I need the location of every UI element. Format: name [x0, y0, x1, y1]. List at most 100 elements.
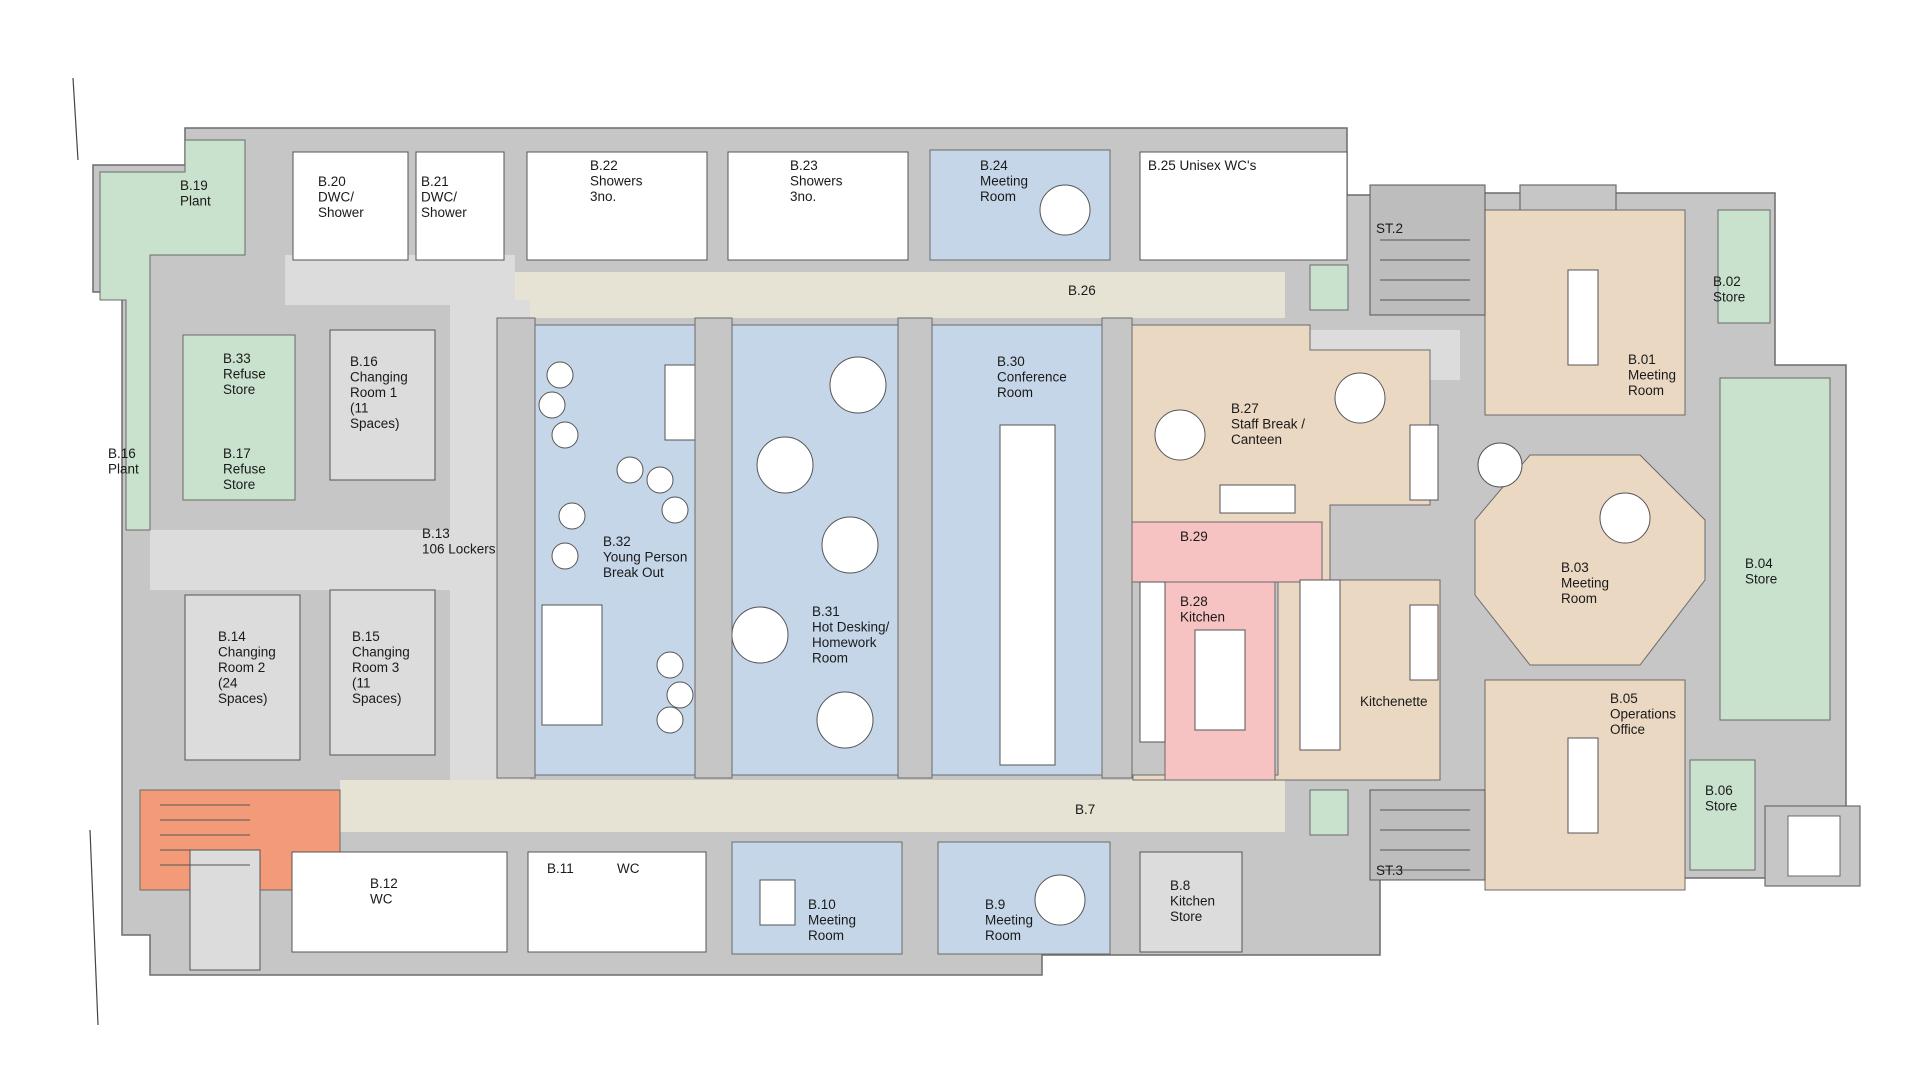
room-label-line: B.29	[1180, 529, 1208, 544]
room-label-line: B.7	[1075, 802, 1095, 817]
room-label-line: B.03	[1561, 560, 1589, 575]
room-label-line: B.33	[223, 351, 251, 366]
room-label-line: Showers	[790, 174, 843, 189]
room-label-line: Room 3	[352, 660, 399, 675]
room-label-line: B.17	[223, 446, 251, 461]
room-label-line: Meeting	[980, 174, 1028, 189]
room-label-line: (24	[218, 676, 238, 691]
room-label-line: Room	[812, 651, 848, 666]
room-label-line: Kitchen	[1170, 894, 1215, 909]
room-label-line: Young Person	[603, 550, 687, 565]
room-label-line: B.20	[318, 174, 346, 189]
room-label-line: B.21	[421, 174, 449, 189]
room-label-line: 3no.	[590, 189, 616, 204]
room-label-line: Meeting	[985, 913, 1033, 928]
room-label-line: Store	[1170, 909, 1202, 924]
room-label-st3: ST.3	[1376, 863, 1403, 878]
room-label-line: Changing	[218, 645, 276, 660]
room-label-line: Room	[808, 928, 844, 943]
room-label-line: Store	[1713, 290, 1745, 305]
room-label-line: B.23	[790, 158, 818, 173]
service-rooms	[184, 151, 1486, 971]
room-label-line: Kitchenette	[1360, 694, 1428, 709]
furniture	[538, 184, 1651, 926]
room-label-line: B.16	[350, 354, 378, 369]
room-label-line: Room	[980, 189, 1016, 204]
internal-walls	[496, 317, 1133, 779]
room-label-line: Spaces)	[350, 416, 400, 431]
room-label-kitchenette: Kitchenette	[1360, 694, 1428, 709]
room-label-line: B.16	[108, 446, 136, 461]
room-label-line: B.19	[180, 178, 208, 193]
room-label-line: B.06	[1705, 783, 1733, 798]
green-rooms	[99, 139, 1831, 871]
room-label-line: DWC/	[318, 190, 354, 205]
room-label-line: Refuse	[223, 367, 266, 382]
room-label-line: Spaces)	[218, 691, 268, 706]
room-label-line: Conference	[997, 370, 1067, 385]
room-label-line: B.26	[1068, 283, 1096, 298]
room-label-b11: B.11	[547, 861, 574, 876]
room-label-line: Kitchen	[1180, 610, 1225, 625]
room-label-line: Homework	[812, 635, 877, 650]
room-label-line: B.05	[1610, 691, 1638, 706]
room-label-line: Store	[1705, 799, 1737, 814]
room-label-line: Room	[1628, 383, 1664, 398]
room-label-line: B.02	[1713, 274, 1741, 289]
room-label-b29: B.29	[1180, 529, 1208, 544]
room-label-b25: B.25 Unisex WC's	[1148, 158, 1257, 173]
room-label-line: Room	[1561, 591, 1597, 606]
room-label-line: Room	[985, 928, 1021, 943]
room-label-line: B.12	[370, 876, 398, 891]
room-label-wc11: WC	[617, 861, 640, 876]
room-label-line: B.28	[1180, 594, 1208, 609]
room-label-line: DWC/	[421, 190, 457, 205]
room-label-line: Spaces)	[352, 691, 402, 706]
room-label-line: B.24	[980, 158, 1008, 173]
room-label-b7: B.7	[1075, 802, 1095, 817]
room-label-line: B.32	[603, 534, 631, 549]
room-label-line: 3no.	[790, 189, 816, 204]
room-label-line: Plant	[108, 462, 139, 477]
room-label-line: Refuse	[223, 462, 266, 477]
room-label-line: WC	[370, 892, 393, 907]
room-label-line: Room 2	[218, 660, 265, 675]
room-label-line: Canteen	[1231, 432, 1282, 447]
room-label-line: Office	[1610, 722, 1645, 737]
stairs	[160, 239, 1470, 871]
room-label-line: B.25 Unisex WC's	[1148, 158, 1257, 173]
room-label-line: ST.3	[1376, 863, 1403, 878]
room-label-line: Store	[223, 382, 255, 397]
room-label-line: Meeting	[1561, 576, 1609, 591]
room-label-line: Operations	[1610, 707, 1676, 722]
room-label-line: Showers	[590, 174, 643, 189]
room-label-line: (11	[352, 676, 371, 691]
room-label-line: B.01	[1628, 352, 1656, 367]
room-label-line: Room 1	[350, 385, 397, 400]
room-label-line: ST.2	[1376, 221, 1403, 236]
room-label-line: Store	[223, 477, 255, 492]
